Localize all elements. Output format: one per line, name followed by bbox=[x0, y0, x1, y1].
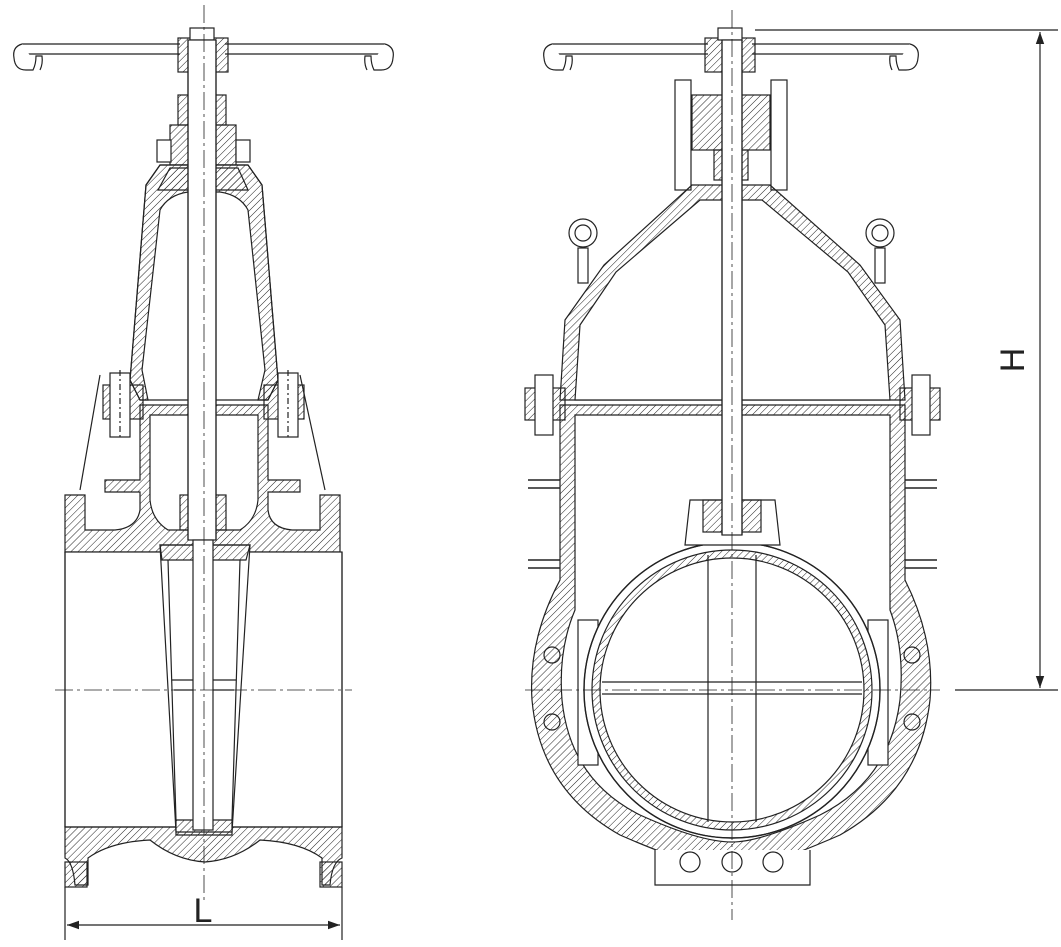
right-centerlines bbox=[525, 10, 940, 920]
left-centerlines bbox=[55, 5, 352, 900]
right-flange-bolts bbox=[524, 374, 941, 436]
left-stem bbox=[187, 39, 217, 831]
left-flange-bolts bbox=[102, 370, 305, 440]
dimension-H bbox=[755, 29, 1058, 691]
front-section-view bbox=[524, 10, 1058, 920]
dimension-H-label: H bbox=[994, 348, 1032, 373]
eye-bolts bbox=[568, 218, 895, 284]
dimension-L-label: L bbox=[194, 892, 213, 930]
dimension-L bbox=[64, 887, 343, 940]
side-section-view bbox=[13, 5, 394, 940]
